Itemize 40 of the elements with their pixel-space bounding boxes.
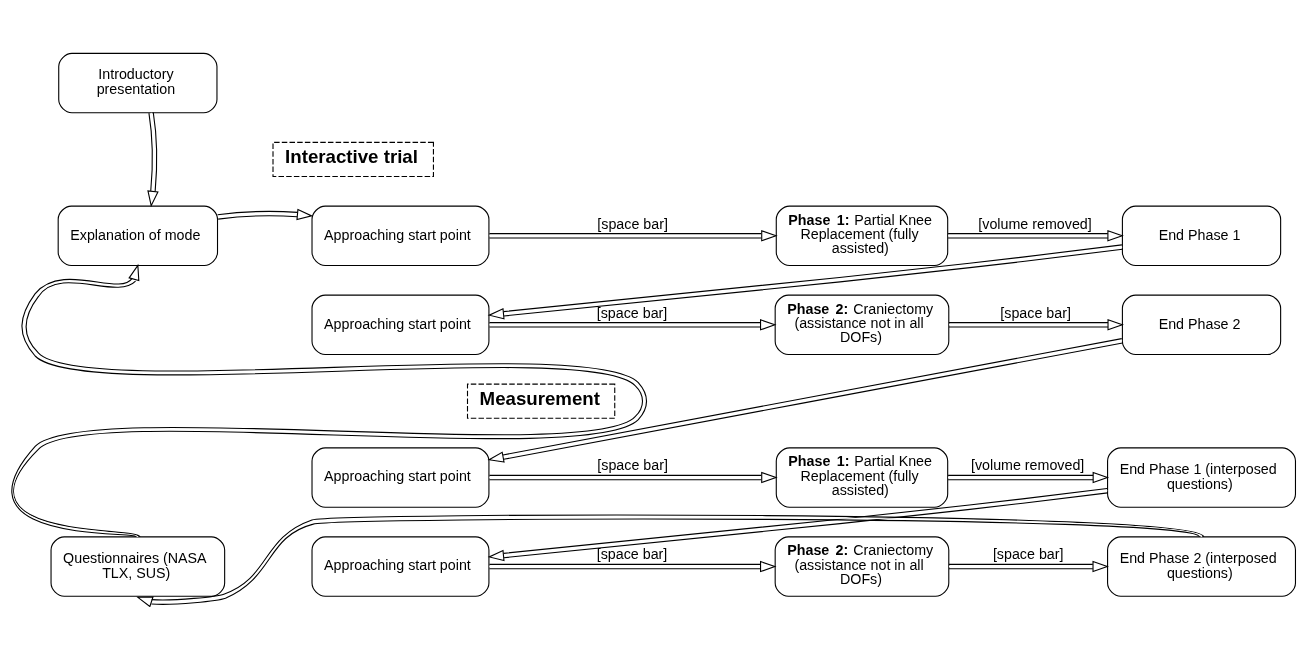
arrow [947, 471, 1110, 483]
arrow [487, 487, 1109, 561]
node-box: End Phase 2 (interposed questions) [1107, 535, 1296, 597]
edge-label: [space bar] [1000, 304, 1071, 321]
edge-label: [space bar] [992, 545, 1064, 562]
node-box: Approaching start point [311, 294, 490, 355]
node-box: End Phase 1 (interposed questions) [1107, 446, 1296, 508]
arrow [947, 229, 1124, 242]
arrow [488, 229, 778, 242]
arrow [217, 208, 314, 220]
arrow [487, 243, 1123, 319]
node-box: End Phase 1 [1121, 205, 1282, 266]
arrow [488, 471, 778, 483]
edge-label: [volume removed] [970, 456, 1085, 473]
edge-label: [volume removed] [978, 215, 1092, 232]
edge-label: [space bar] [596, 545, 668, 562]
arrow [948, 560, 1109, 572]
node-box: Approaching start point [311, 535, 490, 597]
arrow [488, 318, 777, 331]
node-box: Phase 2: Craniectomy (assistance not in all DOFs) [774, 294, 950, 355]
node-box: Introductory presentation [58, 52, 218, 113]
edge-label: [space bar] [597, 456, 668, 473]
node-box: Phase 2: Craniectomy (assistance not in all DOFs) [774, 535, 950, 597]
node-box: Explanation of mode [57, 205, 219, 266]
arrow [488, 560, 777, 572]
node-box: End Phase 2 [1121, 294, 1282, 355]
node-box: Phase 1: Partial Knee Replacement (fully assisted) [775, 446, 949, 508]
node-box: Phase 1: Partial Knee Replacement (fully assisted) [775, 205, 949, 266]
edge-label: [space bar] [597, 215, 668, 232]
arrow [147, 111, 159, 207]
edge-label: [space bar] [596, 304, 668, 321]
arrow [136, 514, 1205, 607]
arrow [11, 263, 648, 537]
node-box: Approaching start point [311, 446, 490, 508]
node-box: Interactive trial [272, 141, 434, 177]
node-box: Measurement [466, 383, 616, 419]
node-box: Approaching start point [311, 205, 490, 266]
node-box: Questionnaires (NASA TLX, SUS) [50, 535, 226, 597]
arrow [487, 337, 1124, 463]
arrow [948, 318, 1124, 331]
